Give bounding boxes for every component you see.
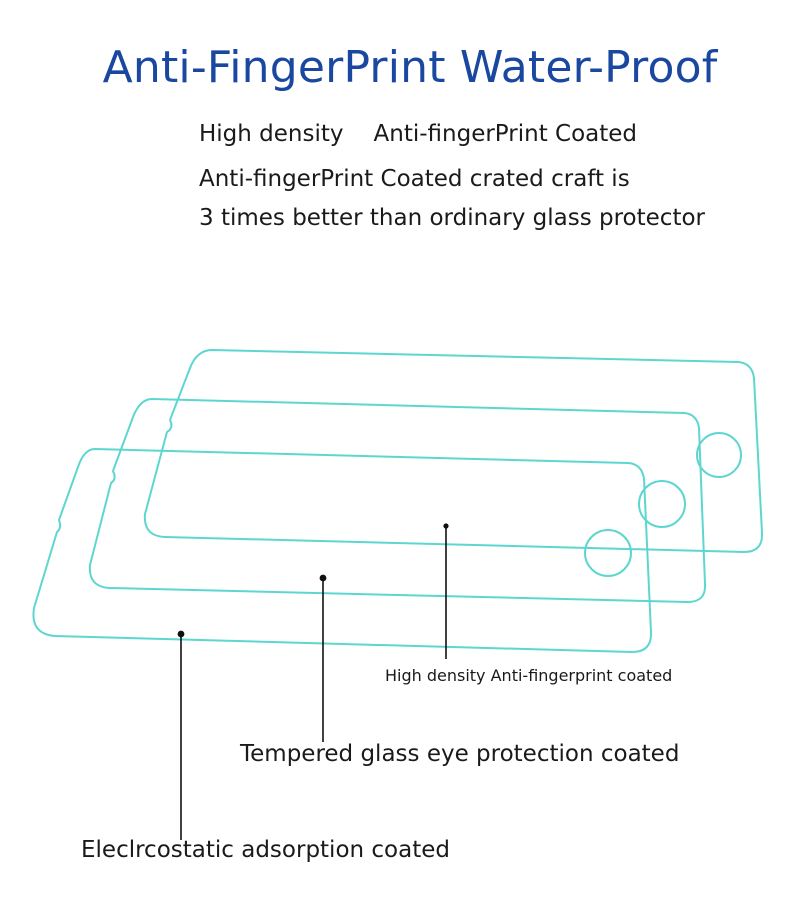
top-layer-leader-dot: [443, 523, 449, 529]
description-line-1-part-a: High density: [199, 121, 344, 147]
top-layer-label: High density Anti-fingerprint coated: [385, 666, 673, 685]
bottom-layer-leader-dot: [177, 630, 185, 638]
middle-layer-label: Tempered glass eye protection coated: [240, 741, 680, 767]
middle-layer-camera-hole: [638, 480, 686, 528]
bottom-layer-outline: [32, 448, 653, 653]
bottom-layer-label: Eleclrcostatic adsorption coated: [81, 837, 450, 863]
description-line-1-part-b: Anti-fingerPrint Coated: [373, 121, 638, 147]
top-layer-outline: [143, 349, 764, 553]
middle-layer-leader-dot: [319, 574, 327, 582]
bottom-layer-camera-hole: [584, 529, 632, 577]
middle-layer-outline: [88, 398, 707, 603]
description-line-1: High density Anti-fingerPrint Coated: [199, 121, 637, 147]
top-layer-camera-hole: [696, 432, 742, 478]
description-line-3: 3 times better than ordinary glass prote…: [199, 205, 705, 231]
page-title: Anti-FingerPrint Water-Proof: [102, 42, 718, 93]
description-line-2: Anti-fingerPrint Coated crated craft is: [199, 166, 630, 192]
